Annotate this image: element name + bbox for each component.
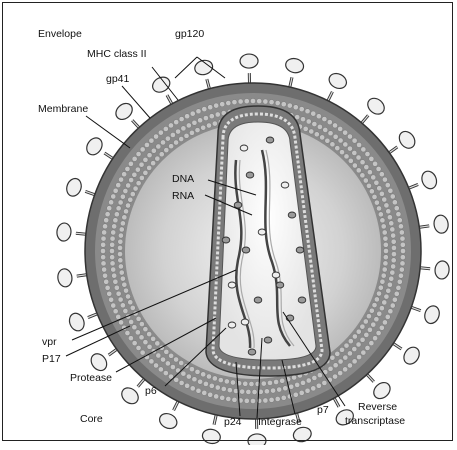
figure-border — [2, 2, 453, 441]
